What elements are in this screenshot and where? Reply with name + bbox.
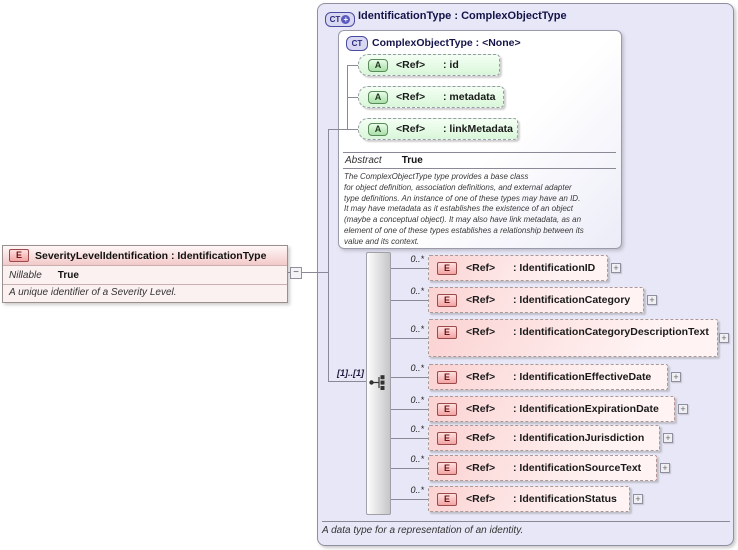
element-name: : IdentificationCategoryDescriptionText	[513, 326, 709, 338]
connector-line	[328, 381, 366, 382]
connector-line	[288, 272, 328, 273]
connector-line	[391, 377, 428, 378]
attribute-ref: <Ref>	[396, 59, 426, 71]
expand-button[interactable]: +	[633, 494, 643, 504]
attribute-box-metadata[interactable]: A <Ref> : metadata	[358, 86, 504, 108]
expand-button[interactable]: +	[678, 404, 688, 414]
connector-line	[391, 438, 428, 439]
sequence-cardinality: [1]..[1]	[337, 368, 364, 378]
element-icon: E	[437, 294, 457, 307]
attribute-ref: <Ref>	[396, 123, 426, 135]
element-ref: <Ref>	[466, 462, 496, 474]
element-name: : IdentificationJurisdiction	[513, 432, 645, 444]
cardinality-label: 0..*	[410, 286, 424, 296]
global-element-header: E SeverityLevelIdentification : Identifi…	[3, 246, 287, 266]
facet-name: Nillable	[9, 269, 42, 281]
expand-button[interactable]: +	[647, 295, 657, 305]
element-ref: <Ref>	[466, 371, 496, 383]
cardinality-label: 0..*	[410, 454, 424, 464]
element-icon: E	[437, 493, 457, 506]
element-box-identificationeffectivedate[interactable]: E <Ref> : IdentificationEffectiveDate	[428, 364, 668, 390]
connector-line	[347, 65, 358, 66]
element-icon: E	[437, 262, 457, 275]
attribute-name: : linkMetadata	[443, 123, 514, 135]
element-icon: E	[437, 326, 457, 339]
element-box-identificationid[interactable]: E <Ref> : IdentificationID	[428, 255, 608, 281]
base-type-title: ComplexObjectType : <None>	[372, 37, 521, 49]
connector-line	[347, 97, 358, 98]
expand-button[interactable]: +	[663, 433, 673, 443]
abstract-facet-row: Abstract True	[343, 152, 616, 169]
element-box-identificationcategory[interactable]: E <Ref> : IdentificationCategory	[428, 287, 644, 313]
element-name: : IdentificationExpirationDate	[513, 403, 659, 415]
element-name: : IdentificationSourceText	[513, 462, 642, 474]
element-name: : IdentificationStatus	[513, 493, 617, 505]
connector-line	[391, 268, 428, 269]
facet-name: Abstract	[345, 155, 382, 166]
expand-button[interactable]: +	[671, 372, 681, 382]
connector-line	[391, 409, 428, 410]
element-icon: E	[437, 371, 457, 384]
element-icon: E	[437, 462, 457, 475]
attribute-box-id[interactable]: A <Ref> : id	[358, 54, 500, 76]
cardinality-label: 0..*	[410, 324, 424, 334]
facet-value: True	[57, 269, 79, 281]
global-element-box[interactable]: E SeverityLevelIdentification : Identifi…	[2, 245, 288, 303]
ct-icon-label: CT	[351, 39, 363, 48]
attribute-box-linkmetadata[interactable]: A <Ref> : linkMetadata	[358, 118, 518, 140]
collapse-button[interactable]: −	[290, 267, 302, 279]
element-ref: <Ref>	[466, 326, 496, 338]
element-name: : IdentificationID	[513, 262, 596, 274]
complex-type-title: IdentificationType : ComplexObjectType	[358, 10, 567, 22]
cardinality-label: 0..*	[410, 395, 424, 405]
element-box-identificationsourcetext[interactable]: E <Ref> : IdentificationSourceText	[428, 455, 657, 481]
expand-button[interactable]: +	[611, 263, 621, 273]
attribute-icon: A	[368, 91, 388, 104]
element-name: : IdentificationCategory	[513, 294, 631, 306]
attribute-icon: A	[368, 123, 388, 136]
global-element-title: SeverityLevelIdentification : Identifica…	[35, 249, 267, 262]
ct-icon: CT	[346, 36, 368, 51]
complex-type-icon: CT+	[325, 9, 355, 27]
facet-value: True	[401, 155, 423, 166]
attribute-name: : id	[443, 59, 459, 71]
expand-button[interactable]: +	[719, 333, 729, 343]
attribute-ref: <Ref>	[396, 91, 426, 103]
element-box-identificationjurisdiction[interactable]: E <Ref> : IdentificationJurisdiction	[428, 425, 660, 451]
attribute-icon: A	[368, 59, 388, 72]
cardinality-label: 0..*	[410, 424, 424, 434]
connector-line	[328, 129, 329, 382]
element-icon: E	[9, 249, 29, 262]
connector-line	[391, 338, 428, 339]
cardinality-label: 0..*	[410, 254, 424, 264]
element-ref: <Ref>	[466, 294, 496, 306]
type-annotation: A data type for a representation of an i…	[322, 521, 730, 536]
expand-button[interactable]: +	[660, 463, 670, 473]
cardinality-label: 0..*	[410, 363, 424, 373]
connector-line	[391, 468, 428, 469]
nillable-facet-row: Nillable True	[3, 266, 287, 285]
attribute-name: : metadata	[443, 91, 496, 103]
element-icon: E	[437, 403, 457, 416]
element-box-identificationexpirationdate[interactable]: E <Ref> : IdentificationExpirationDate	[428, 396, 675, 422]
connector-line	[391, 300, 428, 301]
element-ref: <Ref>	[466, 493, 496, 505]
element-name: : IdentificationEffectiveDate	[513, 371, 652, 383]
ct-icon-label: CT	[329, 15, 341, 24]
base-type-description: The ComplexObjectType type provides a ba…	[344, 172, 584, 246]
element-box-identificationcategorydescriptiontext[interactable]: E <Ref> : IdentificationCategoryDescript…	[428, 319, 718, 357]
element-ref: <Ref>	[466, 403, 496, 415]
element-box-identificationstatus[interactable]: E <Ref> : IdentificationStatus	[428, 486, 630, 512]
connector-line	[328, 129, 347, 130]
connector-line	[347, 129, 358, 130]
global-element-description: A unique identifier of a Severity Level.	[9, 287, 177, 298]
connector-line	[391, 499, 428, 500]
element-icon: E	[437, 432, 457, 445]
sequence-icon	[369, 375, 385, 390]
cardinality-label: 0..*	[410, 485, 424, 495]
element-ref: <Ref>	[466, 262, 496, 274]
derived-plus-icon: +	[341, 15, 351, 24]
element-ref: <Ref>	[466, 432, 496, 444]
